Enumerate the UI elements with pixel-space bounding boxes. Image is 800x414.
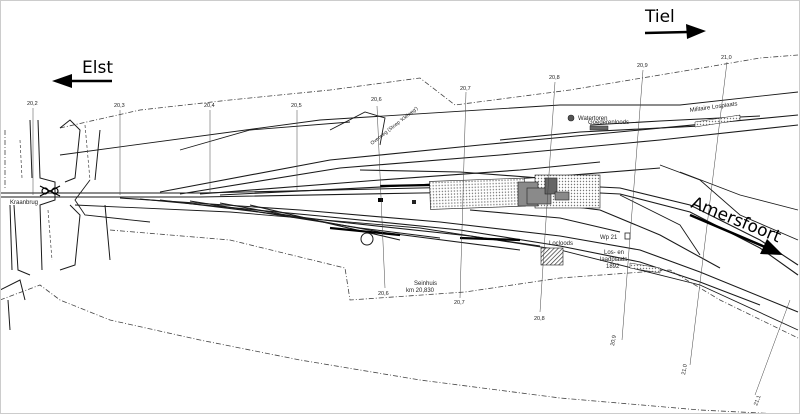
km-leader-lines	[32, 61, 791, 396]
label-locloods: Locloods	[549, 241, 573, 247]
km-marker: 20,9	[637, 63, 648, 69]
km-marker: 20,5	[291, 103, 302, 109]
km-marker: 20,3	[114, 103, 125, 109]
arrow-elst-icon	[52, 74, 112, 88]
small-hut	[412, 200, 416, 204]
label-goederenloods: Goederenloods	[588, 120, 629, 126]
direction-label-elst: Elst	[82, 58, 113, 78]
turntable	[360, 232, 374, 246]
km-marker: 20,2	[27, 101, 38, 107]
station-platform-dotted	[429, 177, 526, 210]
km-marker: 21,0	[681, 364, 689, 376]
losplaats-area	[629, 262, 661, 274]
label-losplaats-year: 1892	[606, 264, 620, 270]
watertoren-symbol	[567, 114, 575, 122]
wp-box	[624, 232, 631, 240]
seinhuis-symbol	[378, 198, 383, 202]
km-marker: 20,8	[534, 316, 545, 322]
crane-bridge-dashed	[19, 124, 91, 261]
kraanbrug-structure	[0, 119, 111, 331]
label-watertoren: Watertoren	[578, 116, 607, 122]
railway-tracks	[0, 114, 799, 313]
km-marker: 20,7	[460, 86, 471, 92]
label-losplaats: Los- en	[604, 250, 624, 256]
label-kraanbrug: Kraanbrug	[10, 200, 38, 206]
locloods-building	[540, 247, 564, 266]
label-seinhuis: km 20,830	[406, 288, 435, 294]
km-marker: 21,0	[721, 55, 732, 61]
km-marker: 20,8	[549, 75, 560, 81]
km-marker: 20,9	[610, 335, 618, 347]
km-marker: 20,7	[454, 300, 465, 306]
km-marker: 20,6	[371, 97, 382, 103]
militaire-losplaats-area	[694, 114, 741, 128]
kraanbrug-symbol	[39, 185, 61, 197]
station-building	[517, 177, 570, 207]
km-marker: 20,4	[204, 103, 215, 109]
label-losplaats: laadplaats	[600, 257, 627, 263]
km-marker: 21,1	[753, 395, 762, 407]
direction-label-tiel: Tiel	[644, 7, 675, 27]
goederenloods-building	[589, 125, 609, 131]
label-wp: Wp 21	[600, 235, 618, 241]
arrow-tiel-icon	[644, 24, 706, 39]
label-seinhuis: Seinhuis	[414, 281, 437, 287]
arrow-amersfoort-icon	[689, 213, 783, 255]
km-marker: 20,6	[378, 291, 389, 297]
property-boundary	[0, 54, 799, 414]
